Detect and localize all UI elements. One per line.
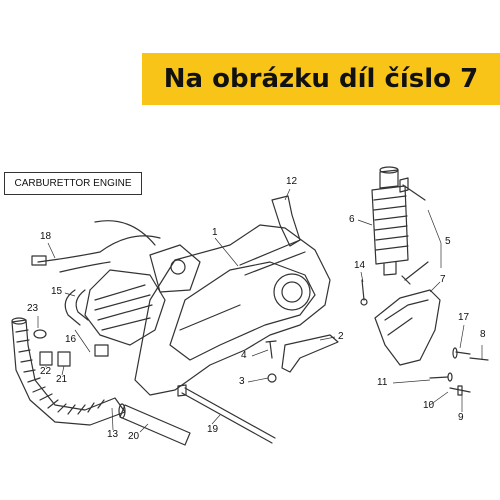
cover-round-port — [273, 273, 311, 311]
wiring-harness — [37, 220, 161, 273]
callout-10: 10 — [423, 400, 435, 411]
callout-4: 4 — [241, 350, 247, 361]
connector-18 — [31, 255, 47, 266]
callout-6: 6 — [349, 214, 355, 225]
callout-5: 5 — [445, 236, 451, 247]
callout-15: 15 — [51, 286, 63, 297]
cylinder-block — [84, 269, 166, 346]
banner-title: Na obrázku díl číslo 7 — [163, 64, 479, 94]
air-duct-13 — [11, 319, 126, 426]
callout-23: 23 — [27, 303, 39, 314]
bracket-12 — [271, 195, 301, 247]
callout-20: 20 — [128, 431, 140, 442]
grommet-23 — [33, 329, 47, 339]
callout-13: 13 — [107, 429, 119, 440]
callout-1: 1 — [212, 227, 218, 238]
cover-rib — [179, 239, 306, 331]
callout-7: 7 — [440, 274, 446, 285]
callout-18: 18 — [40, 231, 52, 242]
intake-hose-15 — [64, 289, 81, 326]
nut-3 — [267, 373, 277, 383]
clamp-16 — [94, 344, 109, 357]
kickstart-lever-2 — [281, 334, 339, 373]
bolt-5-top — [399, 177, 426, 201]
engine-case — [134, 224, 331, 396]
callout-17: 17 — [458, 312, 470, 323]
part-number-banner: Na obrázku díl číslo 7 — [142, 53, 500, 105]
bolt-10 — [449, 387, 471, 393]
callout-2: 2 — [338, 331, 344, 342]
spacer-21 — [57, 351, 71, 367]
callout-19: 19 — [207, 424, 219, 435]
callout-14: 14 — [354, 260, 366, 271]
carburettor-engine-label: CARBURETTOR ENGINE — [4, 172, 142, 195]
bolt-4 — [265, 340, 277, 359]
spacer-22 — [39, 351, 53, 366]
washer-17 — [455, 351, 471, 355]
spacer-tube-20 — [119, 404, 191, 446]
sleeve-11 — [429, 376, 449, 379]
engine-cover-inner — [169, 261, 316, 361]
leader-lines — [37, 188, 483, 433]
callout-9: 9 — [458, 412, 464, 423]
shock-absorber-6 — [379, 169, 399, 189]
intake-hose-15b — [75, 289, 89, 321]
callout-16: 16 — [65, 334, 77, 345]
bolt-5-bottom — [401, 261, 429, 285]
callout-8: 8 — [480, 329, 486, 340]
splash-guard-7 — [374, 289, 441, 366]
carburettor — [149, 244, 201, 293]
long-bolt-19 — [181, 387, 276, 444]
callout-22: 22 — [40, 366, 52, 377]
callout-3: 3 — [239, 376, 245, 387]
callout-21: 21 — [56, 374, 68, 385]
bolt-8 — [469, 357, 489, 361]
callout-12: 12 — [286, 176, 298, 187]
bolt-14 — [361, 279, 365, 301]
callout-11: 11 — [377, 377, 388, 388]
